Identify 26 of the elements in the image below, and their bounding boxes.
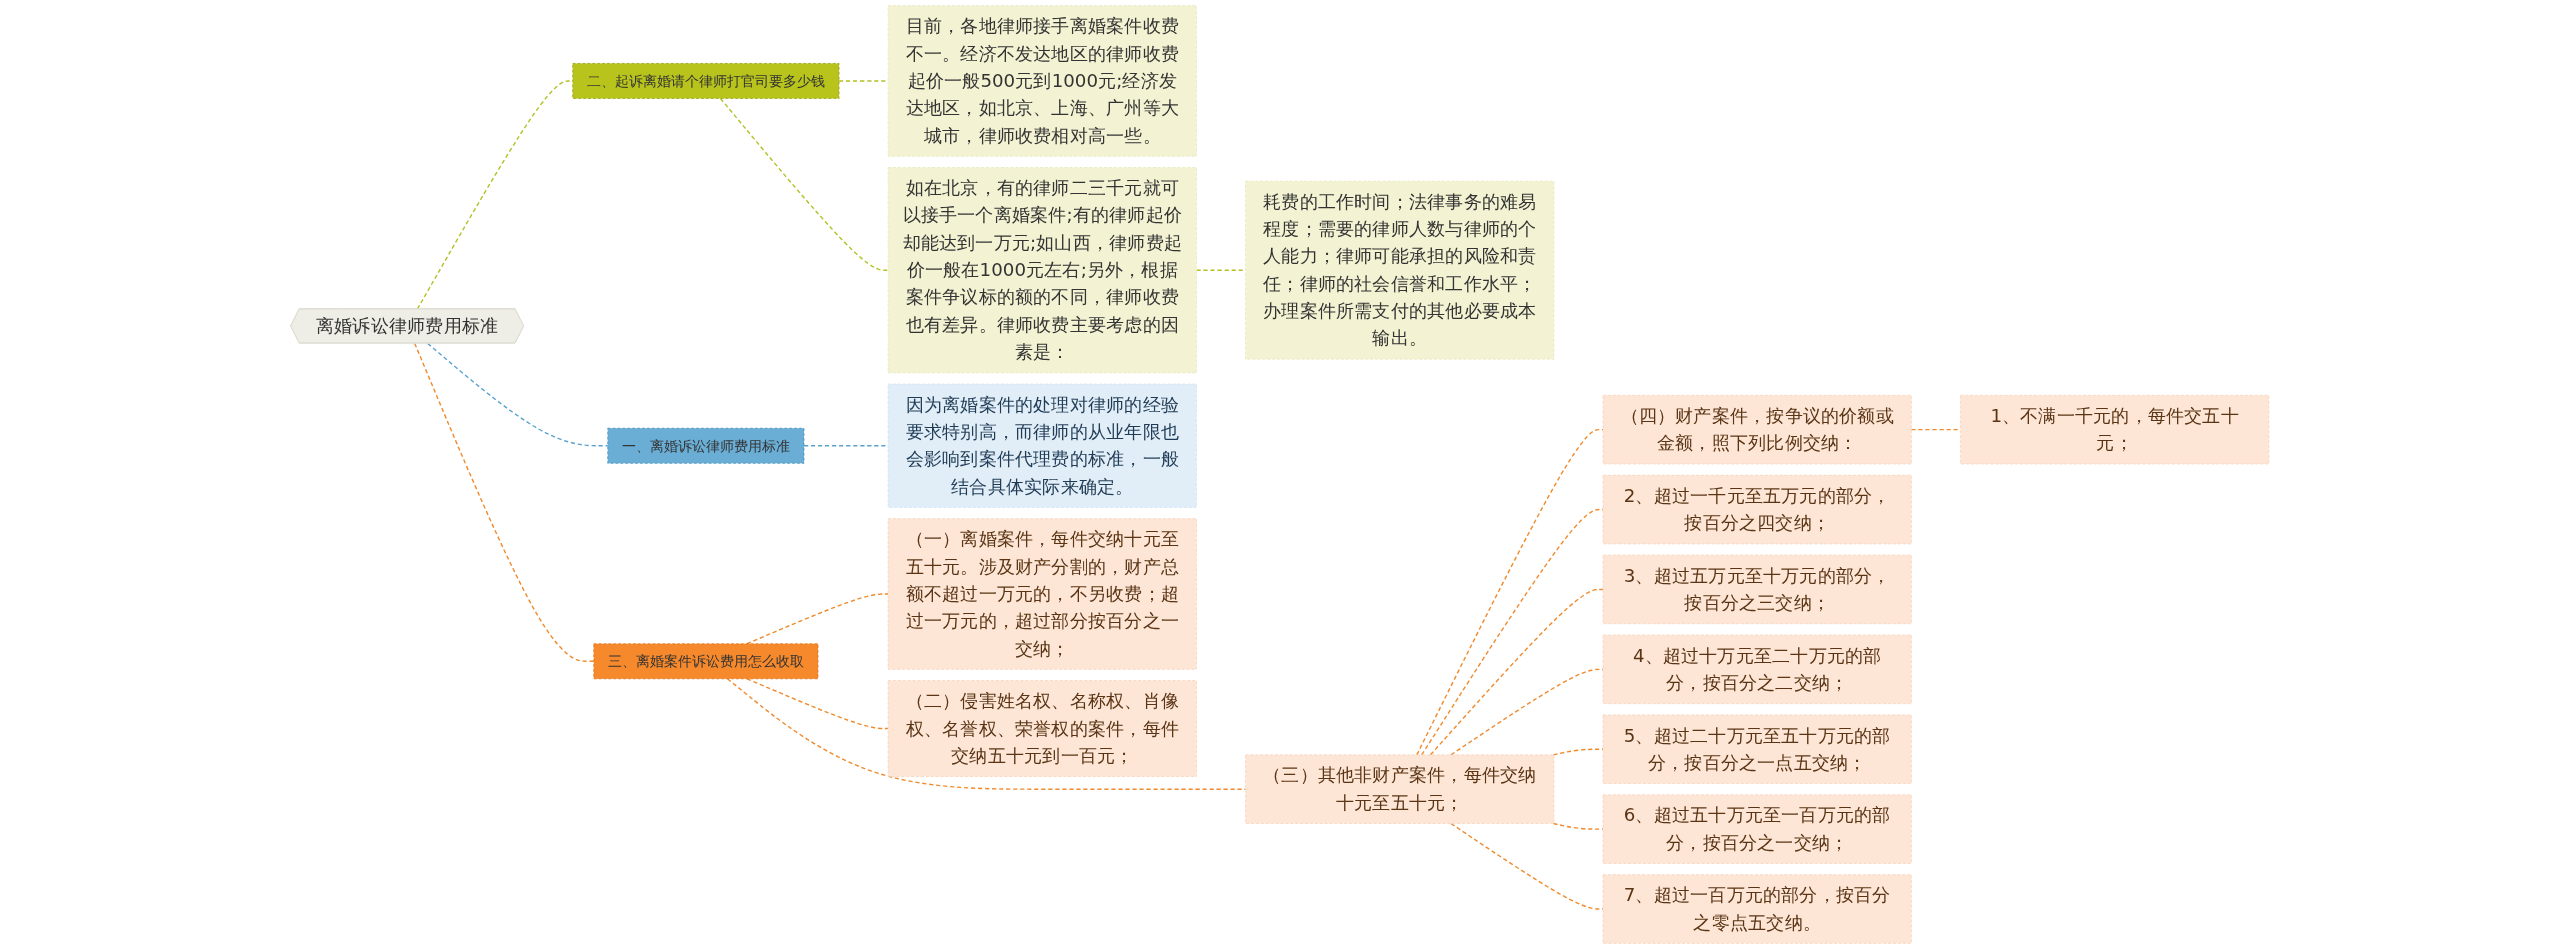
- connector: [414, 342, 595, 662]
- node-box: 2、超过一千元至五万元的部分，按百分之四交纳；: [1602, 474, 1912, 545]
- node-box: 1、不满一千元的，每件交五十元；: [1960, 394, 2270, 465]
- node-box: （三）其他非财产案件，每件交纳十元至五十元；: [1245, 754, 1555, 824]
- node-box: 二、起诉离婚请个律师打官司要多少钱: [572, 63, 840, 99]
- node-box: 三、离婚案件诉讼费用怎么收取: [593, 643, 819, 680]
- node-box: （四）财产案件，按争议的价额或金额，照下列比例交纳：: [1602, 394, 1912, 465]
- node-box: 7、超过一百万元的部分，按百分之零点五交纳。: [1602, 874, 1912, 944]
- node-box: 3、超过五万元至十万元的部分，按百分之三交纳；: [1602, 554, 1912, 625]
- node-box: 耗费的工作时间；法律事务的难易程度；需要的律师人数与律师的个人能力；律师可能承担的风险和责任；律师的社会信誉和工作水平；办理案件所需支付的其他必要成本输出。: [1245, 180, 1555, 360]
- connector: [746, 593, 890, 645]
- node-box: （一）离婚案件，每件交纳十元至五十元。涉及财产分割的，财产总额不超过一万元的，不另收费；超过一万元的，超过部分按百分之一交纳；: [888, 518, 1198, 670]
- connector: [427, 342, 609, 447]
- connector: [1416, 428, 1604, 756]
- node-box: 6、超过五十万元至一百万元的部分，按百分之一交纳；: [1602, 794, 1912, 864]
- node-box: （二）侵害姓名权、名称权、肖像权、名誉权、荣誉权的案件，每件交纳五十元到一百元；: [888, 680, 1198, 777]
- node-box: 如在北京，有的律师二三千元就可以接手一个离婚案件;有的律师起价却能达到一万元;如山西，律师费起价一般在1000元左右;另外，根据案件争议标的额的不同，律师收费也有差异。律师收费主要考虑的因素是：: [888, 167, 1198, 374]
- connector: [746, 678, 890, 730]
- connector: [1421, 508, 1604, 756]
- connector: [720, 97, 890, 271]
- node-box: 4、超过十万元至二十万元的部分，按百分之二交纳；: [1602, 634, 1912, 705]
- node-box: 因为离婚案件的处理对律师的经验要求特别高，而律师的从业年限也会影响到案件代理费的标准，一般结合具体实际来确定。: [888, 383, 1198, 508]
- node-box: 一、离婚诉讼律师费用标准: [607, 427, 805, 464]
- node-box: 5、超过二十万元至五十万元的部分，按百分之一点五交纳；: [1602, 714, 1912, 784]
- connector: [1430, 588, 1604, 756]
- node-box: 目前，各地律师接手离婚案件收费不一。经济不发达地区的律师收费起价一般500元到1000元;经济发达地区，如北京、上海、广州等大城市，律师收费相对高一些。: [888, 5, 1198, 157]
